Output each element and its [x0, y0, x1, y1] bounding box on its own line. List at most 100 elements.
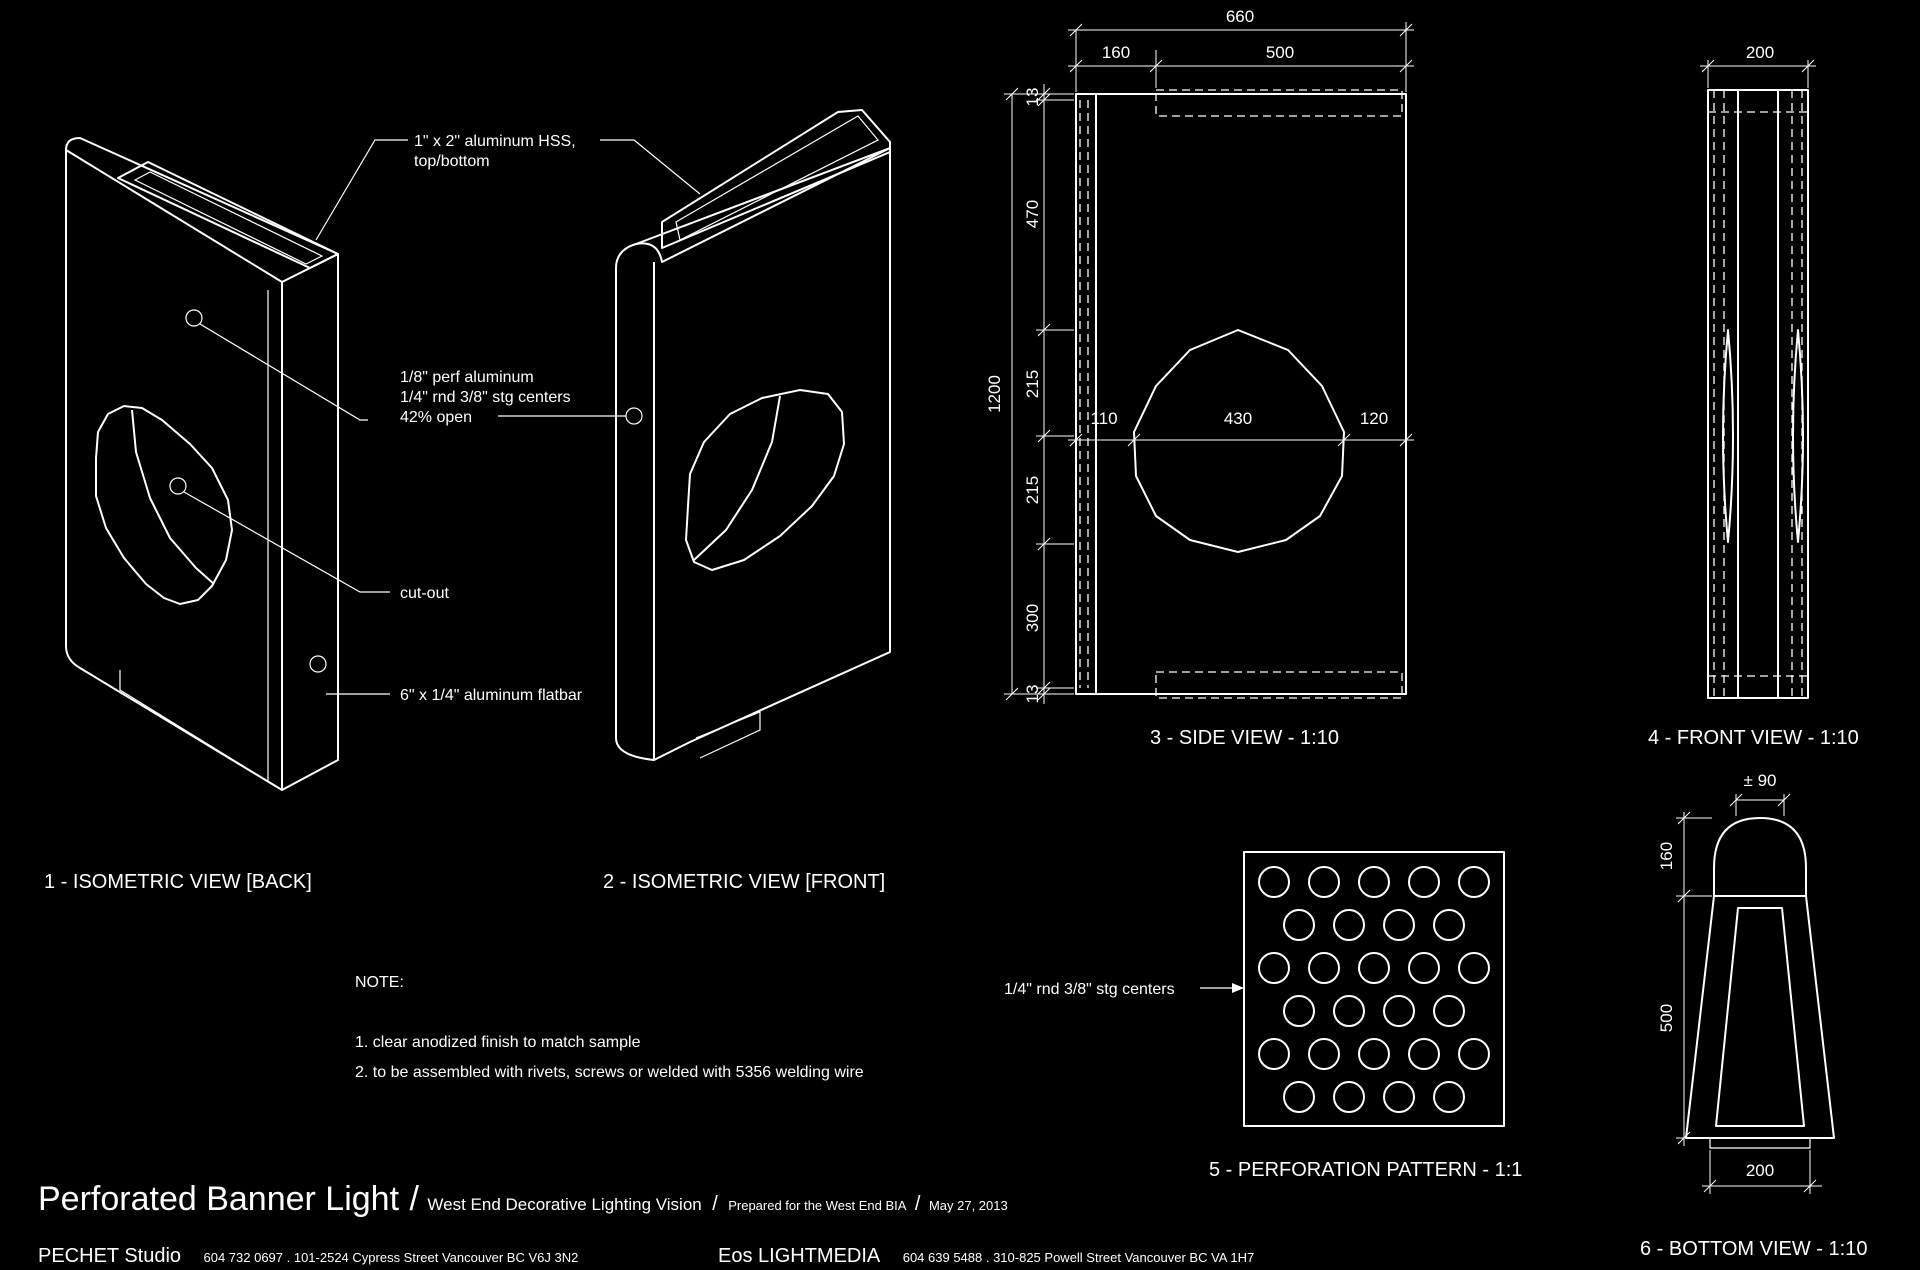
dim-tick: [1399, 433, 1413, 447]
dim-tick: [1037, 429, 1051, 443]
dim-215-b: 215: [1023, 476, 1042, 504]
bottom-outline: [1685, 817, 1835, 1139]
dim-tick: [1703, 1179, 1717, 1193]
dim-tick: [1399, 23, 1413, 37]
front-cutout-left: [1722, 329, 1734, 543]
perforation-hole: [1283, 1081, 1315, 1113]
footer-partner-line: Eos LIGHTMEDIA 604 639 5488 . 310-825 Po…: [718, 1245, 1254, 1267]
perforation-hole: [1258, 866, 1290, 898]
title-separator: /: [712, 1193, 718, 1215]
isometric-front-view: [498, 109, 891, 761]
iso-back-edge: [281, 253, 339, 790]
dim-tick: [1037, 687, 1051, 701]
dim-110: 110: [1090, 409, 1117, 428]
dim-tick: [1803, 1179, 1817, 1193]
perforation-hole: [1333, 995, 1365, 1027]
dim-660: 660: [1226, 7, 1254, 26]
side-hss-bottom: [1155, 671, 1403, 699]
side-cutout-circle: [1133, 329, 1345, 553]
partner-contact: 604 639 5488 . 310-825 Powell Street Van…: [903, 1250, 1254, 1265]
leader-hss-front: [600, 139, 701, 195]
dim-tick: [1677, 1131, 1691, 1145]
leader-cutout: [183, 491, 390, 593]
perforation-hole: [1358, 952, 1390, 984]
studio-contact: 604 732 0697 . 101-2524 Cypress Street V…: [203, 1250, 578, 1265]
dim-120: 120: [1360, 409, 1388, 428]
dim-tick: [1037, 537, 1051, 551]
dim-13-top: 13: [1023, 88, 1042, 107]
iso-back-hss: [117, 161, 339, 269]
callout-cutout: cut-out: [400, 585, 449, 602]
perforation-hole: [1333, 909, 1365, 941]
perforation-hole: [1283, 995, 1315, 1027]
iso-back-top-edge: [65, 149, 283, 283]
perforation-hole: [1358, 866, 1390, 898]
perforation-hole: [1308, 952, 1340, 984]
bottom-view: [1676, 793, 1835, 1194]
partner-name: Eos LIGHTMEDIA: [718, 1245, 881, 1267]
callout-hss-line1: 1" x 2" aluminum HSS,: [414, 133, 576, 150]
front-outline: [1707, 89, 1809, 699]
perforation-hole: [1458, 952, 1490, 984]
view-title-6: 6 - BOTTOM VIEW - 1:10: [1640, 1238, 1867, 1260]
perforation-hole: [1308, 1038, 1340, 1070]
dim-200-front: 200: [1746, 43, 1774, 62]
dim-tick: [1069, 433, 1083, 447]
leader-hss-back: [315, 139, 408, 241]
view-title-2: 2 - ISOMETRIC VIEW [FRONT]: [603, 871, 885, 893]
iso-front-hss-inner: [675, 115, 879, 241]
note-2: 2. to be assembled with rivets, screws o…: [355, 1064, 864, 1081]
perforation-hole: [1283, 909, 1315, 941]
perforation-hole: [1458, 866, 1490, 898]
studio-name: PECHET Studio: [38, 1245, 181, 1267]
iso-back-perf-marker: [185, 309, 203, 327]
dim-tick: [1069, 23, 1083, 37]
perforation-hole: [1333, 1081, 1365, 1113]
dim-tick: [1677, 811, 1691, 825]
project-name: West End Decorative Lighting Vision: [427, 1195, 701, 1214]
perforation-hole: [1308, 866, 1340, 898]
iso-front-body: [615, 147, 891, 761]
view-title-3: 3 - SIDE VIEW - 1:10: [1150, 727, 1339, 749]
view-title-5: 5 - PERFORATION PATTERN - 1:1: [1209, 1159, 1522, 1181]
perforation-holes: [1258, 866, 1490, 1113]
perforation-hole: [1408, 952, 1440, 984]
project-title: Perforated Banner Light: [38, 1180, 400, 1218]
drawing-date: May 27, 2013: [929, 1198, 1008, 1213]
iso-back-hss-inner: [133, 171, 324, 265]
title-separator: /: [915, 1193, 921, 1215]
perforation-hole: [1433, 1081, 1465, 1113]
iso-back-base: [119, 670, 283, 791]
iso-back-cutout-depth: [131, 409, 215, 585]
dim-215-a: 215: [1023, 370, 1042, 398]
title-separator: /: [409, 1180, 419, 1218]
dim-tick: [1037, 87, 1051, 101]
side-outline: [1075, 93, 1407, 695]
dim-90: ± 90: [1744, 771, 1777, 790]
view-title-1: 1 - ISOMETRIC VIEW [BACK]: [44, 871, 312, 893]
dim-tick: [1005, 87, 1019, 101]
perforation-hole: [1258, 1038, 1290, 1070]
perforation-hole: [1383, 909, 1415, 941]
dim-tick: [1337, 433, 1351, 447]
callout-perf-line2: 1/4" rnd 3/8" stg centers: [400, 389, 571, 406]
iso-back-cutout-marker: [169, 477, 187, 495]
bottom-inner-trapezoid: [1715, 907, 1805, 1127]
dim-tick: [1037, 323, 1051, 337]
dim-tick: [1069, 59, 1083, 73]
perforation-hole: [1458, 1038, 1490, 1070]
dim-tick: [1127, 433, 1141, 447]
callout-pattern: 1/4" rnd 3/8" stg centers: [1004, 981, 1175, 998]
perforation-pattern-view: [1200, 851, 1505, 1127]
footer-title-line: Perforated Banner Light / West End Decor…: [38, 1180, 1008, 1218]
dim-430: 430: [1224, 409, 1252, 428]
perforation-hole: [1408, 866, 1440, 898]
dim-tick: [1677, 889, 1691, 903]
iso-front-base: [695, 711, 761, 759]
callout-flatbar: 6" x 1/4" aluminum flatbar: [400, 687, 583, 704]
pattern-frame: [1243, 851, 1505, 1127]
footer-studio-line: PECHET Studio 604 732 0697 . 101-2524 Cy…: [38, 1245, 578, 1267]
iso-front-cutout: [685, 389, 845, 571]
side-hss-top: [1155, 89, 1403, 117]
